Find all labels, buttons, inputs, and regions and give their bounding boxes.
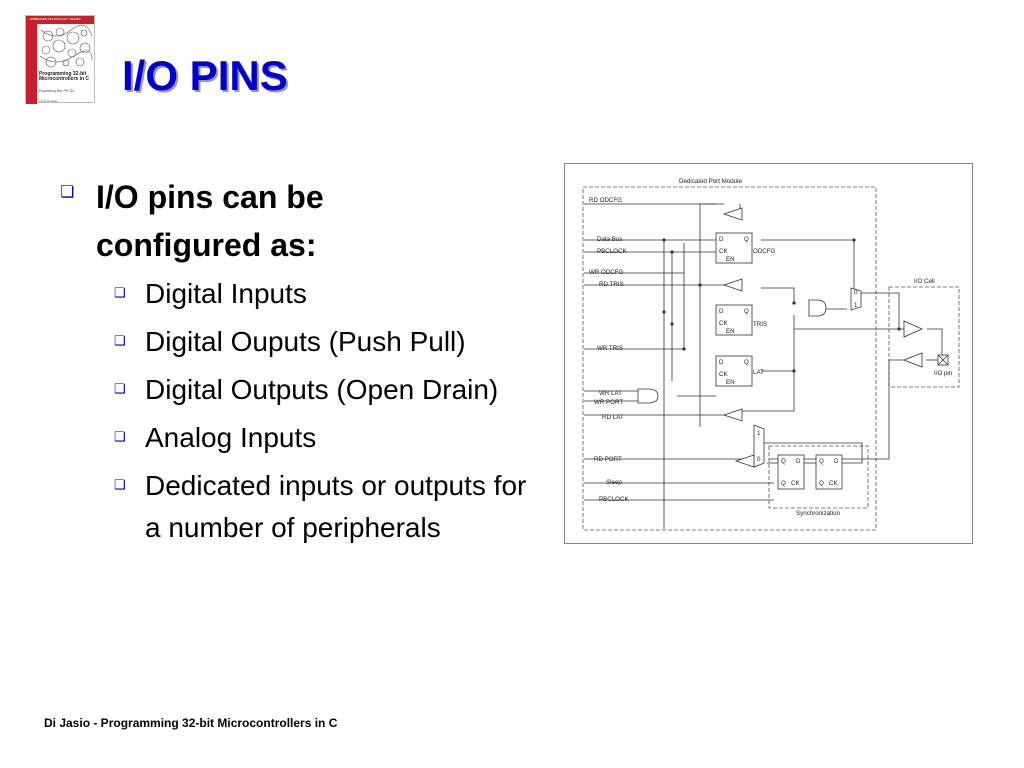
pin-ck: CK (719, 371, 728, 378)
pin-qbar: Q (819, 480, 824, 487)
io-port-schematic: Dedicated Port Module I/O Cell I/O pin S… (564, 163, 973, 544)
signal-sleep: Sleep (606, 479, 622, 486)
input-mux-0: 0 (757, 456, 761, 463)
wiring (584, 203, 943, 529)
checkbox-bullet-icon: ❏ (114, 381, 126, 396)
synchronization-box (768, 445, 869, 509)
output-mux (850, 287, 862, 311)
pin-en: EN (726, 379, 735, 386)
cover-subtitle: Exploring the PIC32 (39, 88, 75, 93)
register-label-lat: LAT (753, 369, 764, 376)
pin-ck: CK (829, 480, 838, 487)
register-label-odcfg: ODCFG (753, 248, 776, 255)
signal-rd-tris: RD TRIS (599, 281, 624, 288)
pin-en: EN (726, 256, 735, 263)
pin-d: D (796, 458, 801, 465)
sub-bullet: ❏ Digital Ouputs (Push Pull) (114, 321, 550, 363)
buffer-rd-odcfg (722, 207, 743, 221)
book-cover: EMBEDDED TECHNOLOGY SERIES Programming 3… (25, 15, 95, 104)
slide-title: I/O PINS (122, 52, 288, 99)
io-pin-icon (937, 354, 949, 366)
signal-rd-port: RD PORT (594, 456, 622, 463)
main-bullet-text: I/O pins can be configured as: (96, 179, 324, 263)
slide-footer: Di Jasio - Programming 32-bit Microcontr… (44, 716, 338, 730)
pin-d: D (834, 458, 839, 465)
pin-d: D (719, 359, 724, 366)
signal-data-bus: Data Bus (597, 236, 622, 243)
register-tris: D Q CK EN TRIS (715, 304, 767, 336)
output-driver (903, 320, 923, 338)
pin-ck: CK (719, 248, 728, 255)
sync-flipflop-1: Q D Q CK (777, 454, 805, 490)
cover-artwork (39, 24, 93, 68)
sub-bullet: ❏ Digital Inputs (114, 273, 550, 315)
pin-q: Q (781, 458, 786, 465)
signal-rd-odcfg: RD ODCFG (589, 197, 622, 204)
sub-bullet-list: ❏ Digital Inputs ❏ Digital Ouputs (Push … (114, 273, 550, 549)
buffer-rd-lat (722, 408, 743, 422)
register-label-tris: TRIS (753, 321, 767, 328)
signal-wr-odcfg: WR ODCFG (589, 269, 624, 276)
checkbox-bullet-icon: ❏ (114, 429, 126, 444)
sub-bullet: ❏ Dedicated inputs or outputs for a numb… (114, 465, 550, 549)
checkbox-bullet-icon: ❏ (114, 333, 126, 348)
signal-wr-port: WR PORT (594, 399, 623, 406)
dedicated-port-module-box (582, 186, 877, 531)
pin-ck: CK (791, 480, 800, 487)
signal-wr-lat: WR LAT (599, 390, 622, 397)
signal-wr-tris: WR TRIS (597, 345, 623, 352)
pin-d: D (719, 308, 724, 315)
input-buffer (902, 352, 923, 368)
module-title: Dedicated Port Module (679, 178, 743, 185)
bullet-list: ❏ I/O pins can be configured as: ❏ Digit… (60, 173, 550, 555)
main-bullet: ❏ I/O pins can be configured as: (60, 173, 550, 269)
signal-pbclock-2: PBCLOCK (599, 496, 629, 503)
sub-bullet: ❏ Analog Inputs (114, 417, 550, 459)
checkbox-bullet-icon: ❏ (114, 477, 126, 492)
buffer-rd-tris (722, 278, 743, 292)
mux-input-0: 0 (854, 289, 858, 296)
pin-q: Q (819, 458, 824, 465)
input-mux (753, 424, 765, 468)
io-pin-label: I/O pin (934, 370, 953, 377)
cover-title: Programming 32-bit Microcontrollers in C (39, 71, 90, 82)
checkbox-bullet-icon: ❏ (114, 285, 126, 300)
pin-d: D (719, 236, 724, 243)
pin-q: Q (744, 359, 749, 366)
signal-rd-lat: RD LAT (602, 414, 624, 421)
cover-author: Lucio Di Jasio (39, 99, 58, 103)
register-odcfg: D Q CK EN ODCFG (715, 232, 776, 264)
sub-bullet: ❏ Digital Outputs (Open Drain) (114, 369, 550, 411)
io-cell-label: I/O Cell (914, 278, 935, 285)
cover-band-text: EMBEDDED TECHNOLOGY SERIES (30, 17, 81, 21)
sub-bullet-text: Digital Outputs (Open Drain) (145, 374, 499, 405)
schematic-frame (564, 163, 973, 544)
input-mux-1: 1 (757, 430, 761, 437)
mux-input-1: 1 (854, 302, 858, 309)
pin-q: Q (744, 308, 749, 315)
sync-flipflop-2: Q D Q CK (815, 454, 843, 490)
io-cell-box (888, 286, 960, 388)
register-lat: D Q CK EN LAT (715, 355, 764, 387)
pin-q: Q (744, 236, 749, 243)
cover-band: EMBEDDED TECHNOLOGY SERIES (26, 16, 94, 24)
buffers (722, 207, 923, 468)
sub-bullet-text: Dedicated inputs or outputs for a number… (145, 470, 527, 543)
sub-bullet-text: Digital Inputs (145, 278, 307, 309)
and-gate-output (808, 299, 827, 317)
or-gate-wr-lat-port (637, 388, 659, 404)
signal-pbclock: PBCLOCK (597, 248, 627, 255)
cover-red-strip (26, 24, 37, 104)
pin-ck: CK (719, 320, 728, 327)
junction-dots (662, 238, 901, 373)
sub-bullet-text: Digital Ouputs (Push Pull) (145, 326, 466, 357)
sub-bullet-text: Analog Inputs (145, 422, 317, 453)
checkbox-bullet-icon: ❏ (60, 184, 75, 201)
pin-en: EN (726, 328, 735, 335)
sync-label: Synchronization (796, 510, 841, 517)
pin-qbar: Q (781, 480, 786, 487)
